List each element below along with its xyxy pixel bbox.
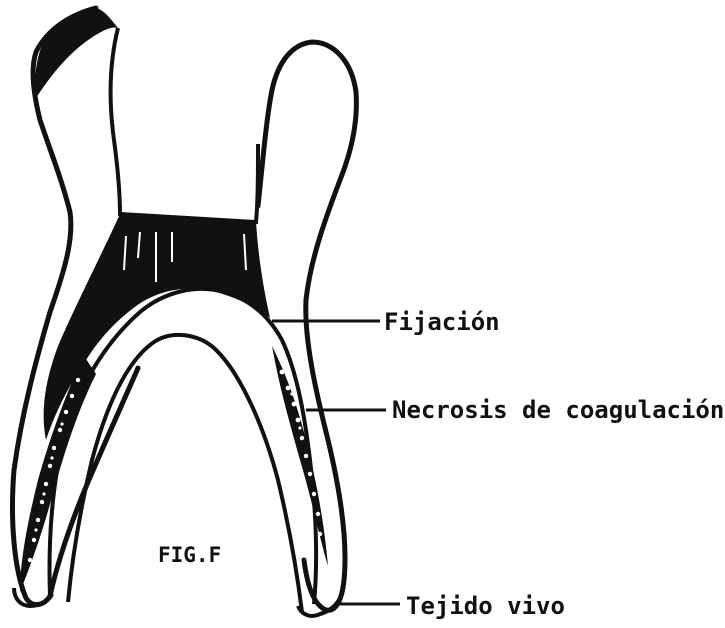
pulp-chamber-roof [111,28,258,222]
central-arch [68,335,302,612]
label-live-tissue: Tejido vivo [406,592,565,620]
left-cusp-shading [35,8,118,98]
tooth-outline [13,8,357,616]
figure-caption: FIG.F [158,543,221,567]
label-fixation: Fijación [384,308,500,336]
label-necrosis: Necrosis de coagulación [392,396,724,424]
